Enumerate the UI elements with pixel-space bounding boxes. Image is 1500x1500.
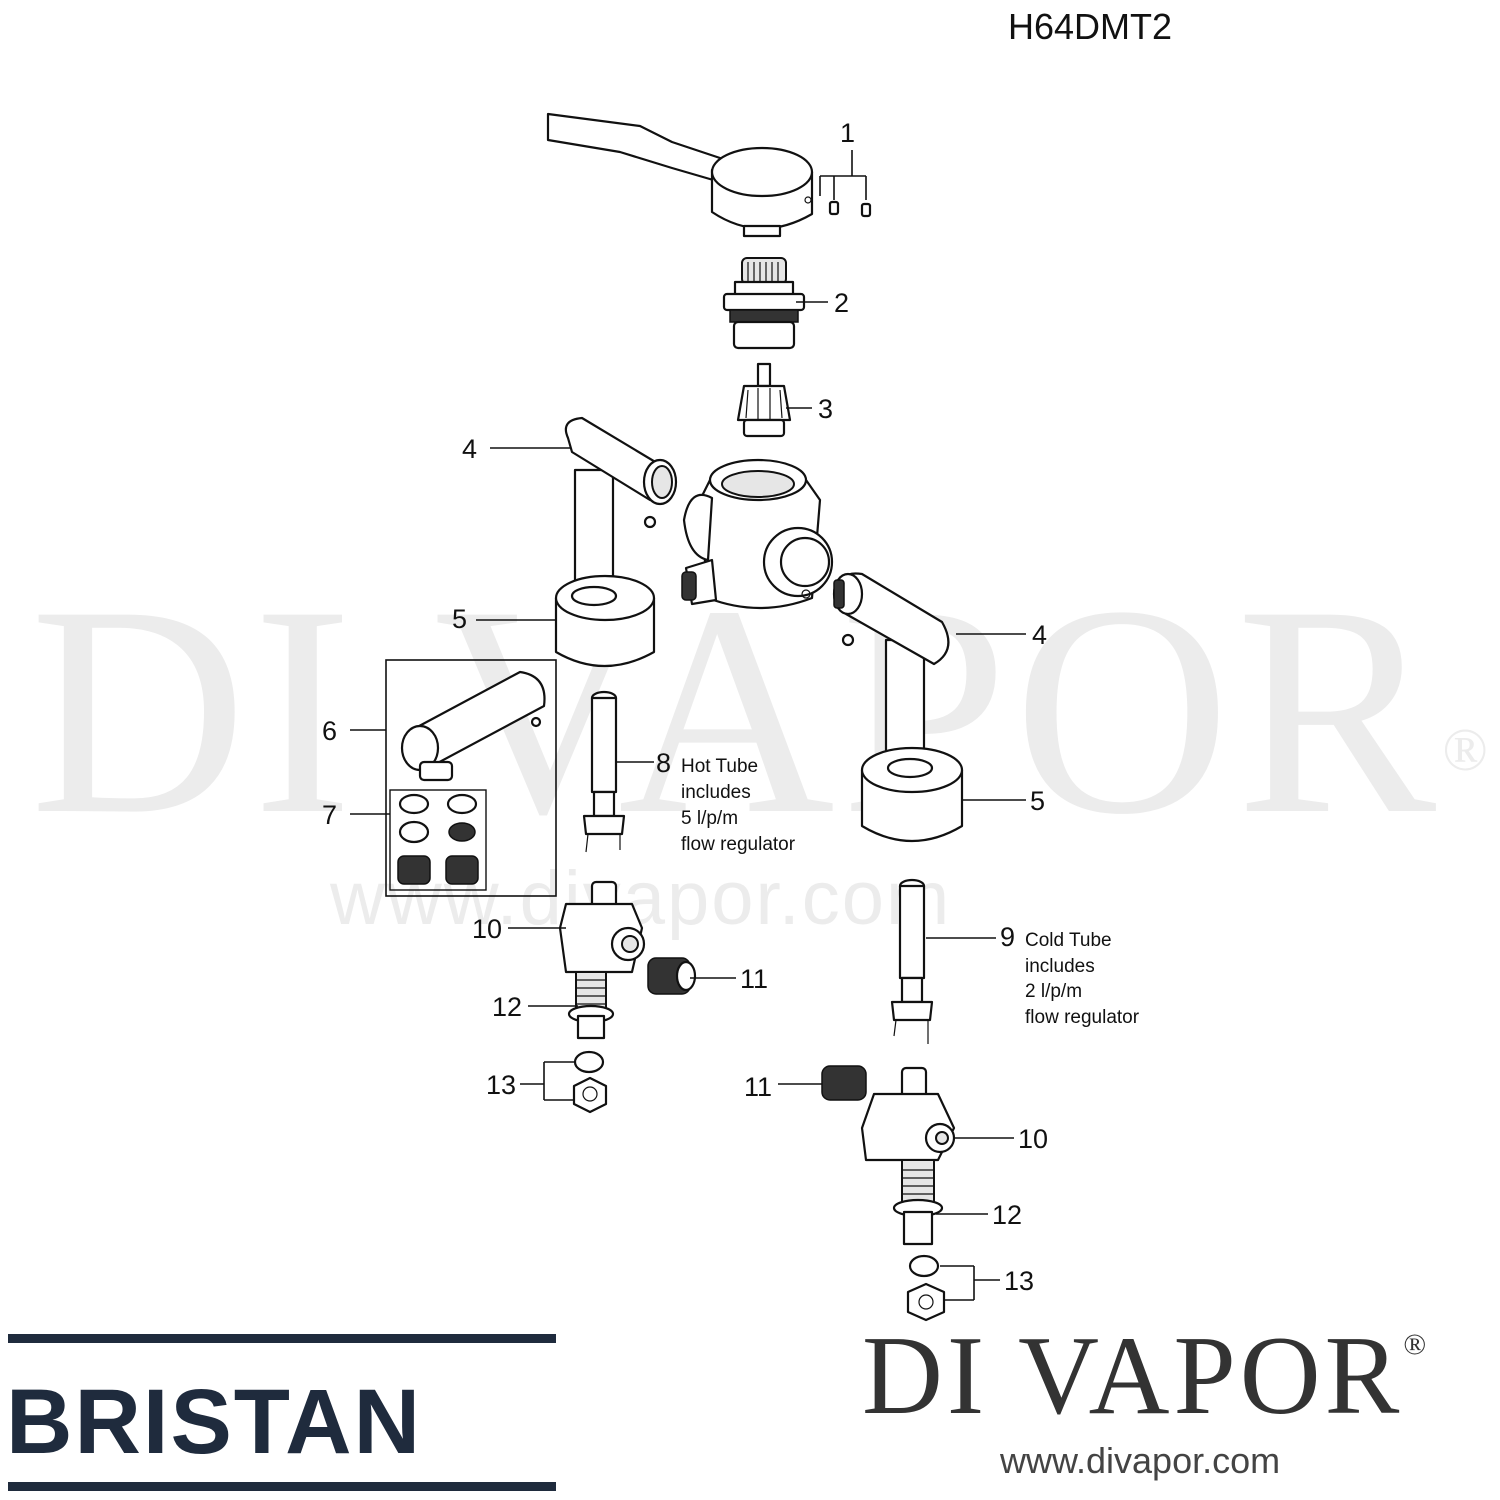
part-cold-tube <box>890 878 934 1044</box>
part-aerator-set <box>389 789 487 891</box>
leader-lines <box>350 150 1026 1301</box>
svg-text:flow regulator: flow regulator <box>681 834 796 855</box>
divapor-logo: DI VAPOR® <box>862 1314 1431 1438</box>
watermark-logo: DI VAPOR® <box>30 544 1494 876</box>
part-left-olive-nut <box>572 1050 608 1114</box>
label-part-3: 3 <box>818 394 833 424</box>
hot-tube-note: Hot Tube includes 5 l/p/m flow regulator <box>681 756 796 855</box>
part-cartridge <box>722 257 806 350</box>
label-part-10-left: 10 <box>472 914 502 944</box>
brand-bar-bottom <box>8 1482 556 1491</box>
part-left-manifold <box>558 880 646 974</box>
label-part-8: 8 <box>656 748 671 778</box>
svg-text:2 l/p/m: 2 l/p/m <box>1025 981 1082 1002</box>
label-part-9: 9 <box>1000 922 1015 952</box>
part-left-shank <box>567 971 615 1040</box>
label-part-12-left: 12 <box>492 992 522 1022</box>
label-part-10-right: 10 <box>1018 1124 1048 1154</box>
part-right-shroud <box>860 746 964 842</box>
brand-logo: BRISTAN <box>6 1371 423 1473</box>
label-part-7: 7 <box>322 800 337 830</box>
label-part-13-right: 13 <box>1004 1266 1034 1296</box>
svg-text:Cold Tube: Cold Tube <box>1025 930 1112 951</box>
cold-tube-note: Cold Tube includes 2 l/p/m flow regulato… <box>1025 930 1140 1028</box>
svg-text:includes: includes <box>681 782 751 803</box>
label-part-5-right: 5 <box>1030 786 1045 816</box>
part-right-plug <box>821 1065 867 1101</box>
label-part-13-left: 13 <box>486 1070 516 1100</box>
label-part-12-right: 12 <box>992 1200 1022 1230</box>
label-part-1: 1 <box>840 118 855 148</box>
part-left-plug <box>647 957 697 995</box>
part-right-arm <box>832 572 950 766</box>
label-part-4-left: 4 <box>462 434 477 464</box>
model-code: H64DMT2 <box>1008 6 1173 47</box>
label-part-11-right: 11 <box>744 1072 772 1102</box>
label-part-4-right: 4 <box>1032 620 1047 650</box>
part-left-shroud <box>554 574 656 667</box>
svg-text:Hot Tube: Hot Tube <box>681 756 758 777</box>
svg-text:includes: includes <box>1025 956 1095 977</box>
part-right-olive-nut <box>906 1254 946 1322</box>
part-lever-handle <box>546 112 872 238</box>
svg-text:flow regulator: flow regulator <box>1025 1007 1140 1028</box>
part-right-shank <box>892 1159 944 1246</box>
label-part-6: 6 <box>322 716 337 746</box>
part-diverter <box>736 362 792 438</box>
part-spout <box>400 670 546 782</box>
part-right-manifold <box>860 1066 956 1162</box>
spout-kit-box <box>385 659 557 897</box>
part-hot-tube <box>582 690 626 853</box>
divapor-url: www.divapor.com <box>1000 1440 1281 1481</box>
brand-bar-top <box>8 1334 556 1343</box>
svg-text:5 l/p/m: 5 l/p/m <box>681 808 738 829</box>
part-left-arm <box>564 416 678 602</box>
label-part-5-left: 5 <box>452 604 467 634</box>
label-part-2: 2 <box>834 288 849 318</box>
label-part-11-left: 11 <box>740 964 768 994</box>
part-valve-body <box>681 458 834 610</box>
